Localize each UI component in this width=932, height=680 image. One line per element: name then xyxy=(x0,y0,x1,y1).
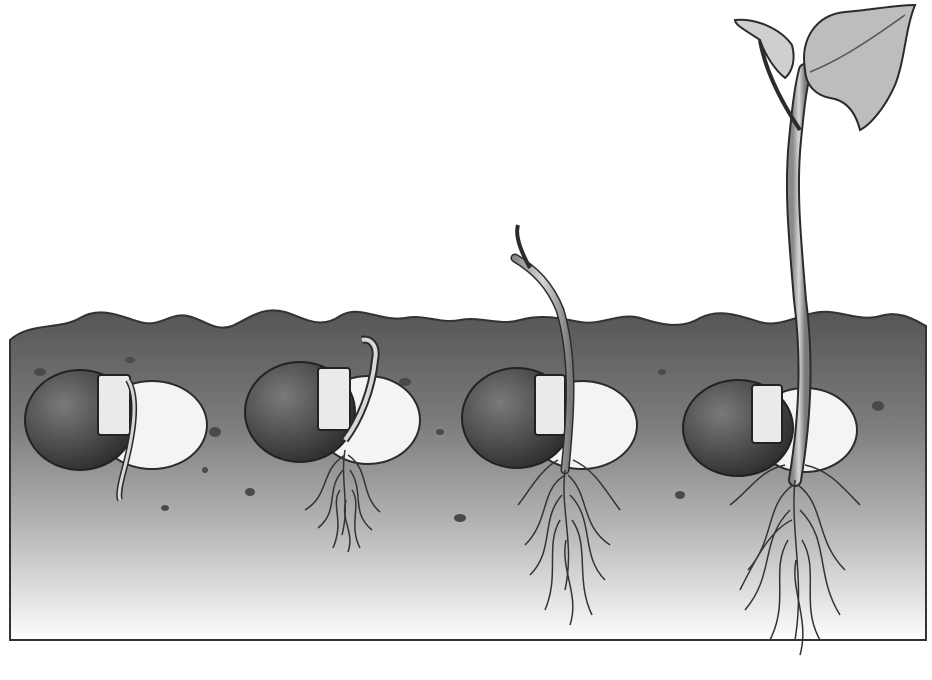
seed-hilum xyxy=(318,368,350,430)
seed-hilum xyxy=(752,385,782,443)
soil-layer xyxy=(10,310,926,640)
seed-hilum xyxy=(98,375,130,435)
leaf-left xyxy=(735,20,794,78)
seed-hilum xyxy=(535,375,565,435)
